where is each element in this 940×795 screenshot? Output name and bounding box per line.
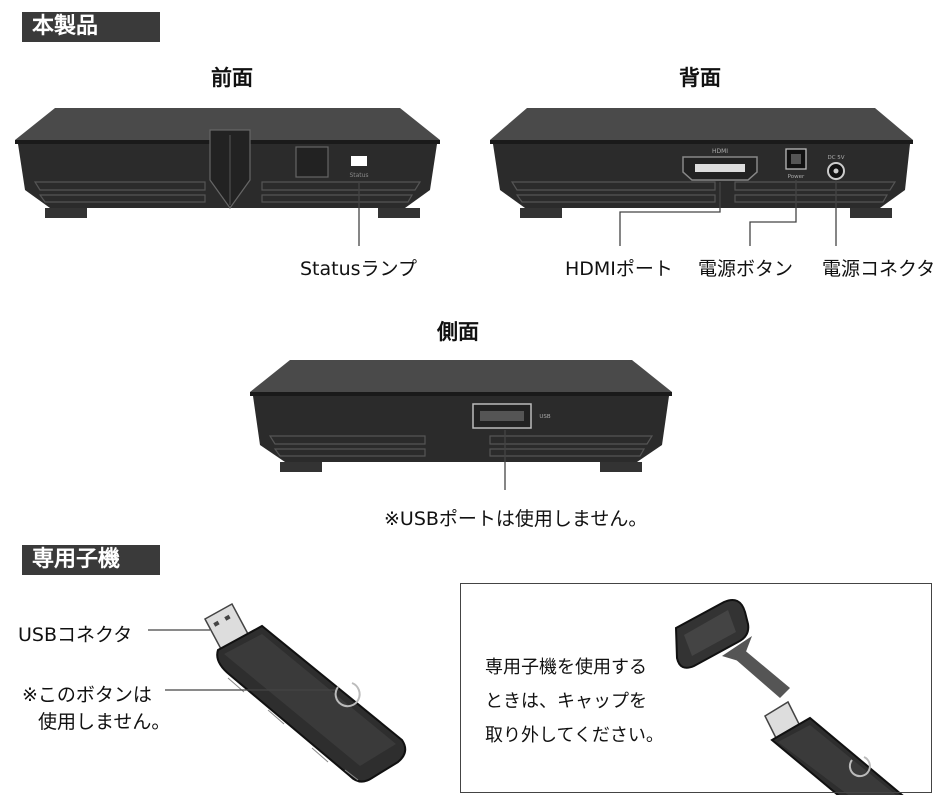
side-view-title: 側面 bbox=[437, 320, 479, 344]
status-print: Status bbox=[349, 172, 368, 179]
front-device bbox=[15, 108, 440, 218]
cap-note-line1: 専用子機を使用する bbox=[485, 657, 647, 678]
hdmi-print: HDMI bbox=[712, 148, 728, 155]
back-view-title: 背面 bbox=[679, 66, 721, 90]
dongle-leader-lines bbox=[148, 629, 335, 691]
hdmi-port-label: HDMIポート bbox=[565, 258, 673, 280]
cap-note-line3: 取り外してください。 bbox=[485, 725, 664, 746]
back-leader-lines bbox=[619, 180, 837, 246]
usb-port-note: ※USBポートは使用しません。 bbox=[384, 508, 648, 530]
dc-print: DC 5V bbox=[827, 155, 844, 161]
button-note-line1: ※このボタンは bbox=[22, 684, 152, 706]
power-connector-label: 電源コネクタ bbox=[822, 258, 936, 280]
power-print: Power bbox=[788, 174, 805, 180]
section-tag-product: 本製品 bbox=[22, 12, 160, 42]
dongle-left bbox=[203, 602, 407, 783]
usb-connector-label: USBコネクタ bbox=[18, 624, 133, 646]
section-tag-dongle: 専用子機 bbox=[22, 545, 160, 575]
power-button-label: 電源ボタン bbox=[698, 258, 794, 280]
cap-note-box bbox=[460, 583, 932, 793]
cap-note-text: 専用子機を使用する ときは、キャップを 取り外してください。 bbox=[485, 651, 664, 753]
side-device bbox=[250, 360, 672, 472]
back-device bbox=[490, 108, 913, 218]
cap-note-line2: ときは、キャップを bbox=[485, 691, 647, 712]
status-lamp-label: Statusランプ bbox=[300, 258, 417, 280]
front-view-title: 前面 bbox=[211, 66, 253, 90]
usb-print: USB bbox=[539, 414, 551, 420]
status-lamp bbox=[351, 156, 367, 166]
button-note-line2: 使用しません。 bbox=[38, 711, 171, 733]
dongle-cap-illustration bbox=[674, 599, 904, 795]
